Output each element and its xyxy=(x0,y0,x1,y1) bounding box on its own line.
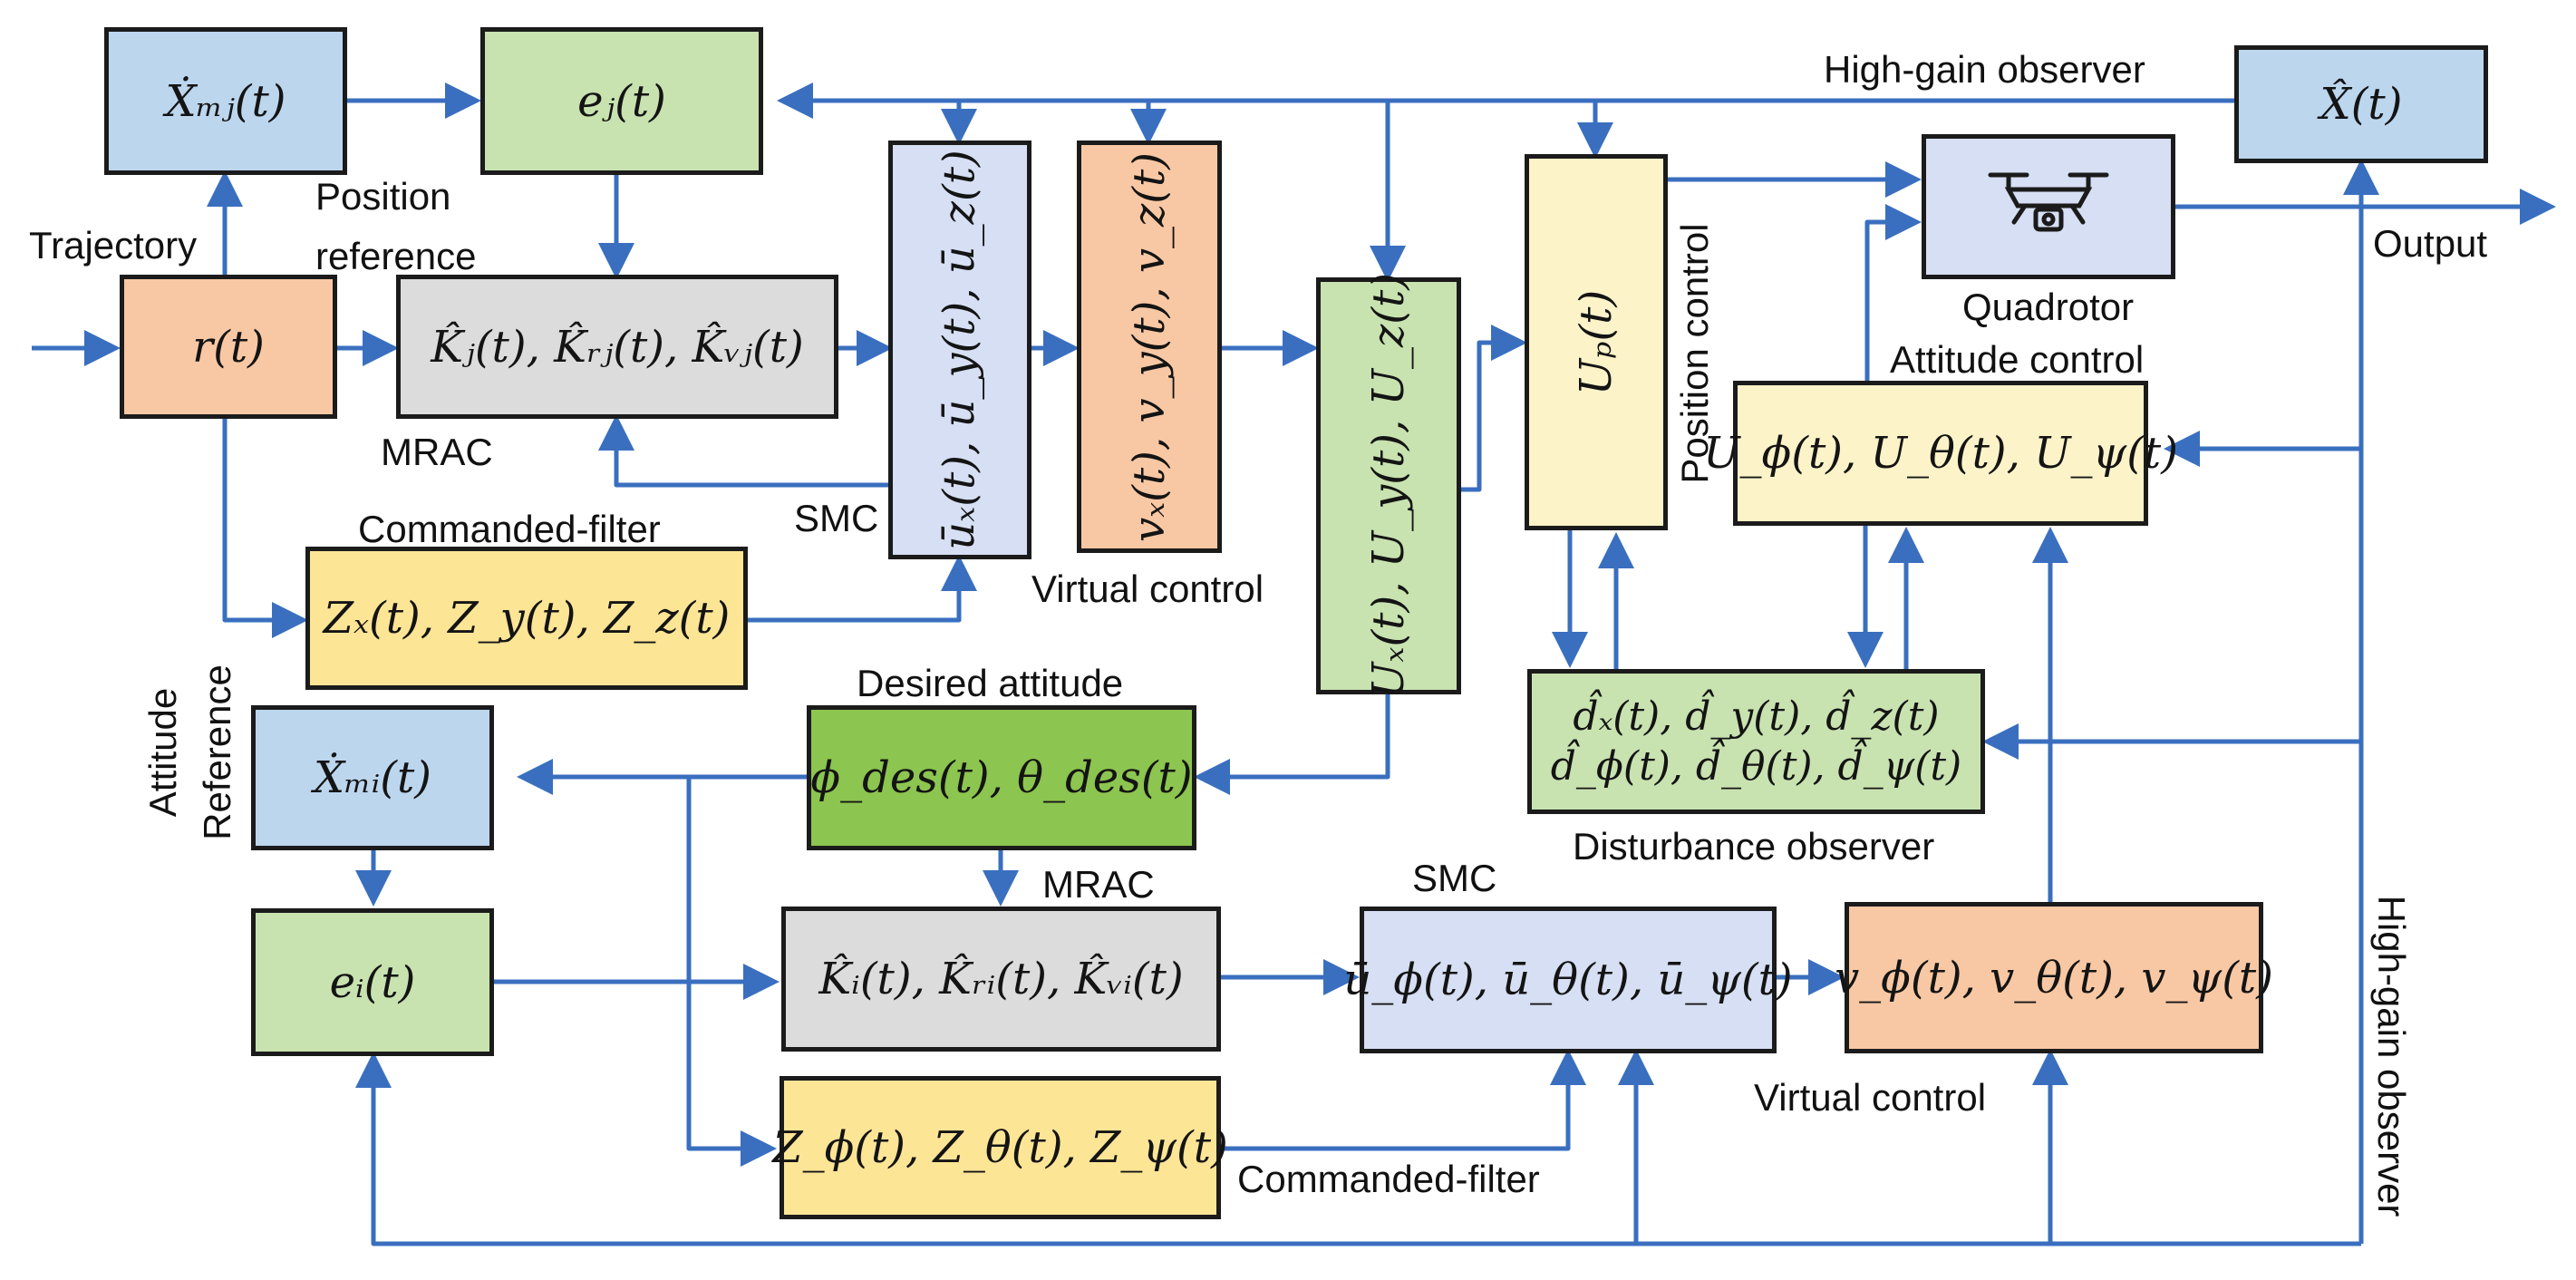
wire-r-to-zxyz xyxy=(222,419,308,638)
ei-label: eᵢ(t) xyxy=(329,956,416,1008)
high-gain-observer-top-label: High-gain observer xyxy=(1824,48,2145,91)
attitude-reference-label-2: Reference xyxy=(196,664,238,840)
ki-label: K̂ᵢ(t), K̂ᵣᵢ(t), K̂ᵥᵢ(t) xyxy=(818,954,1184,1004)
drone-icon xyxy=(1988,172,2109,232)
attitude-control-label-text: Attitude control xyxy=(1890,338,2145,381)
disturbance-line2: d̂_ϕ(t), d̂_θ(t), d̂_ψ(t) xyxy=(1550,743,1962,790)
xdot-mj-label: Ẋₘⱼ(t) xyxy=(165,75,286,127)
kj-label: K̂ⱼ(t), K̂ᵣⱼ(t), K̂ᵥⱼ(t) xyxy=(431,321,804,373)
xhat-block: X̂(t) xyxy=(2234,45,2488,163)
z-xyz-label: Zₓ(t), Z_y(t), Z_z(t) xyxy=(323,593,731,644)
ki-block: K̂ᵢ(t), K̂ᵣᵢ(t), K̂ᵥᵢ(t) xyxy=(781,907,1221,1052)
xdot-mi-label: Ẋₘᵢ(t) xyxy=(313,752,431,803)
desired-attitude-label-text: Desired attitude xyxy=(857,662,1124,704)
mrac-bottom-label: MRAC xyxy=(1042,863,1155,906)
ej-block: eⱼ(t) xyxy=(480,27,763,175)
disturbance-observer-block: d̂ₓ(t), d̂_y(t), d̂_z(t) d̂_ϕ(t), d̂_θ(t… xyxy=(1527,669,1985,814)
ei-block: eᵢ(t) xyxy=(251,908,494,1056)
kj-block: K̂ⱼ(t), K̂ᵣⱼ(t), K̂ᵥⱼ(t) xyxy=(396,275,838,419)
v-att-label: v_ϕ(t), v_θ(t), v_ψ(t) xyxy=(1835,952,2273,1004)
smc-top-label: SMC xyxy=(794,497,879,539)
wire-uxyz-to-desired-attitude xyxy=(1194,694,1390,795)
ej-label: eⱼ(t) xyxy=(577,75,666,127)
commanded-filter-top-label: Commanded-filter xyxy=(358,508,661,550)
commanded-filter-bottom-label: Commanded-filter xyxy=(1237,1158,1540,1200)
wire-attitude-to-quadrotor xyxy=(1864,204,1922,381)
wire-zxyz-to-ubar xyxy=(748,555,977,623)
up-label: Uₚ(t) xyxy=(1570,289,1622,395)
v-xyz-block: vₓ(t), v_y(t), v_z(t) xyxy=(1077,141,1222,553)
position-reference-label-2: reference xyxy=(315,235,477,277)
virtual-control-top-label: Virtual control xyxy=(1031,567,1264,610)
z-att-block: Z_ϕ(t), Z_θ(t), Z_ψ(t) xyxy=(772,1076,1228,1219)
desired-attitude-block: ϕ_des(t), θ_des(t) xyxy=(807,705,1196,850)
z-xyz-block: Zₓ(t), Z_y(t), Z_z(t) xyxy=(305,547,748,690)
attitude-control-label: U_ϕ(t), U_θ(t), U_ψ(t) xyxy=(1703,428,2178,479)
wire-desatt-to-zatt xyxy=(686,777,777,1167)
ubar-att-label: ū_ϕ(t), ū_θ(t), ū_ψ(t) xyxy=(1343,955,1793,1005)
high-gain-observer-right-label: High-gain observer xyxy=(2370,895,2413,1217)
virtual-control-bottom-label: Virtual control xyxy=(1754,1076,1987,1119)
up-block: Uₚ(t) xyxy=(1525,154,1668,530)
ubar-xyz-block: ūₓ(t), ū_y(t), ū_z(t) xyxy=(888,141,1031,559)
xdot-mi-block: Ẋₘᵢ(t) xyxy=(251,705,494,850)
trajectory-label: Trajectory xyxy=(29,224,198,267)
disturbance-observer-label: Disturbance observer xyxy=(1573,825,1935,868)
position-reference-label-1: Position xyxy=(315,175,451,218)
wire-uxyz-to-up xyxy=(1461,325,1527,492)
ubar-att-block: ū_ϕ(t), ū_θ(t), ū_ψ(t) xyxy=(1343,907,1793,1053)
r-label: r(t) xyxy=(192,321,265,373)
mrac-top-label: MRAC xyxy=(381,431,493,473)
position-control-label: Position control xyxy=(1673,223,1716,484)
quadrotor-block xyxy=(1922,134,2175,279)
attitude-control-block: U_ϕ(t), U_θ(t), U_ψ(t) xyxy=(1703,381,2178,526)
smc-bottom-label: SMC xyxy=(1412,857,1497,899)
xhat-label: X̂(t) xyxy=(2319,79,2403,130)
output-label: Output xyxy=(2373,222,2488,265)
v-xyz-label: vₓ(t), v_y(t), v_z(t) xyxy=(1124,151,1175,542)
attitude-reference-label-1: Attitude xyxy=(141,687,184,818)
xdot-mj-block: Ẋₘⱼ(t) xyxy=(104,27,347,175)
u-xyz-label: Uₓ(t), U_y(t), U_z(t) xyxy=(1363,272,1414,700)
wire-zatt-to-ubar-att xyxy=(1221,1049,1586,1151)
wire-ubar-feedback-to-kj xyxy=(598,414,893,488)
quadrotor-label: Quadrotor xyxy=(1962,286,2135,328)
ubar-xyz-label: ūₓ(t), ū_y(t), ū_z(t) xyxy=(935,150,986,550)
desired-attitude-label: ϕ_des(t), θ_des(t) xyxy=(810,752,1193,803)
v-att-block: v_ϕ(t), v_θ(t), v_ψ(t) xyxy=(1835,902,2273,1053)
r-block: r(t) xyxy=(120,275,337,419)
u-xyz-block: Uₓ(t), U_y(t), U_z(t) xyxy=(1316,273,1461,699)
disturbance-line1: d̂ₓ(t), d̂_y(t), d̂_z(t) xyxy=(1573,693,1940,740)
z-att-label: Z_ϕ(t), Z_θ(t), Z_ψ(t) xyxy=(772,1122,1228,1173)
wire-bottom-bus-to-ei xyxy=(355,1052,2361,1246)
